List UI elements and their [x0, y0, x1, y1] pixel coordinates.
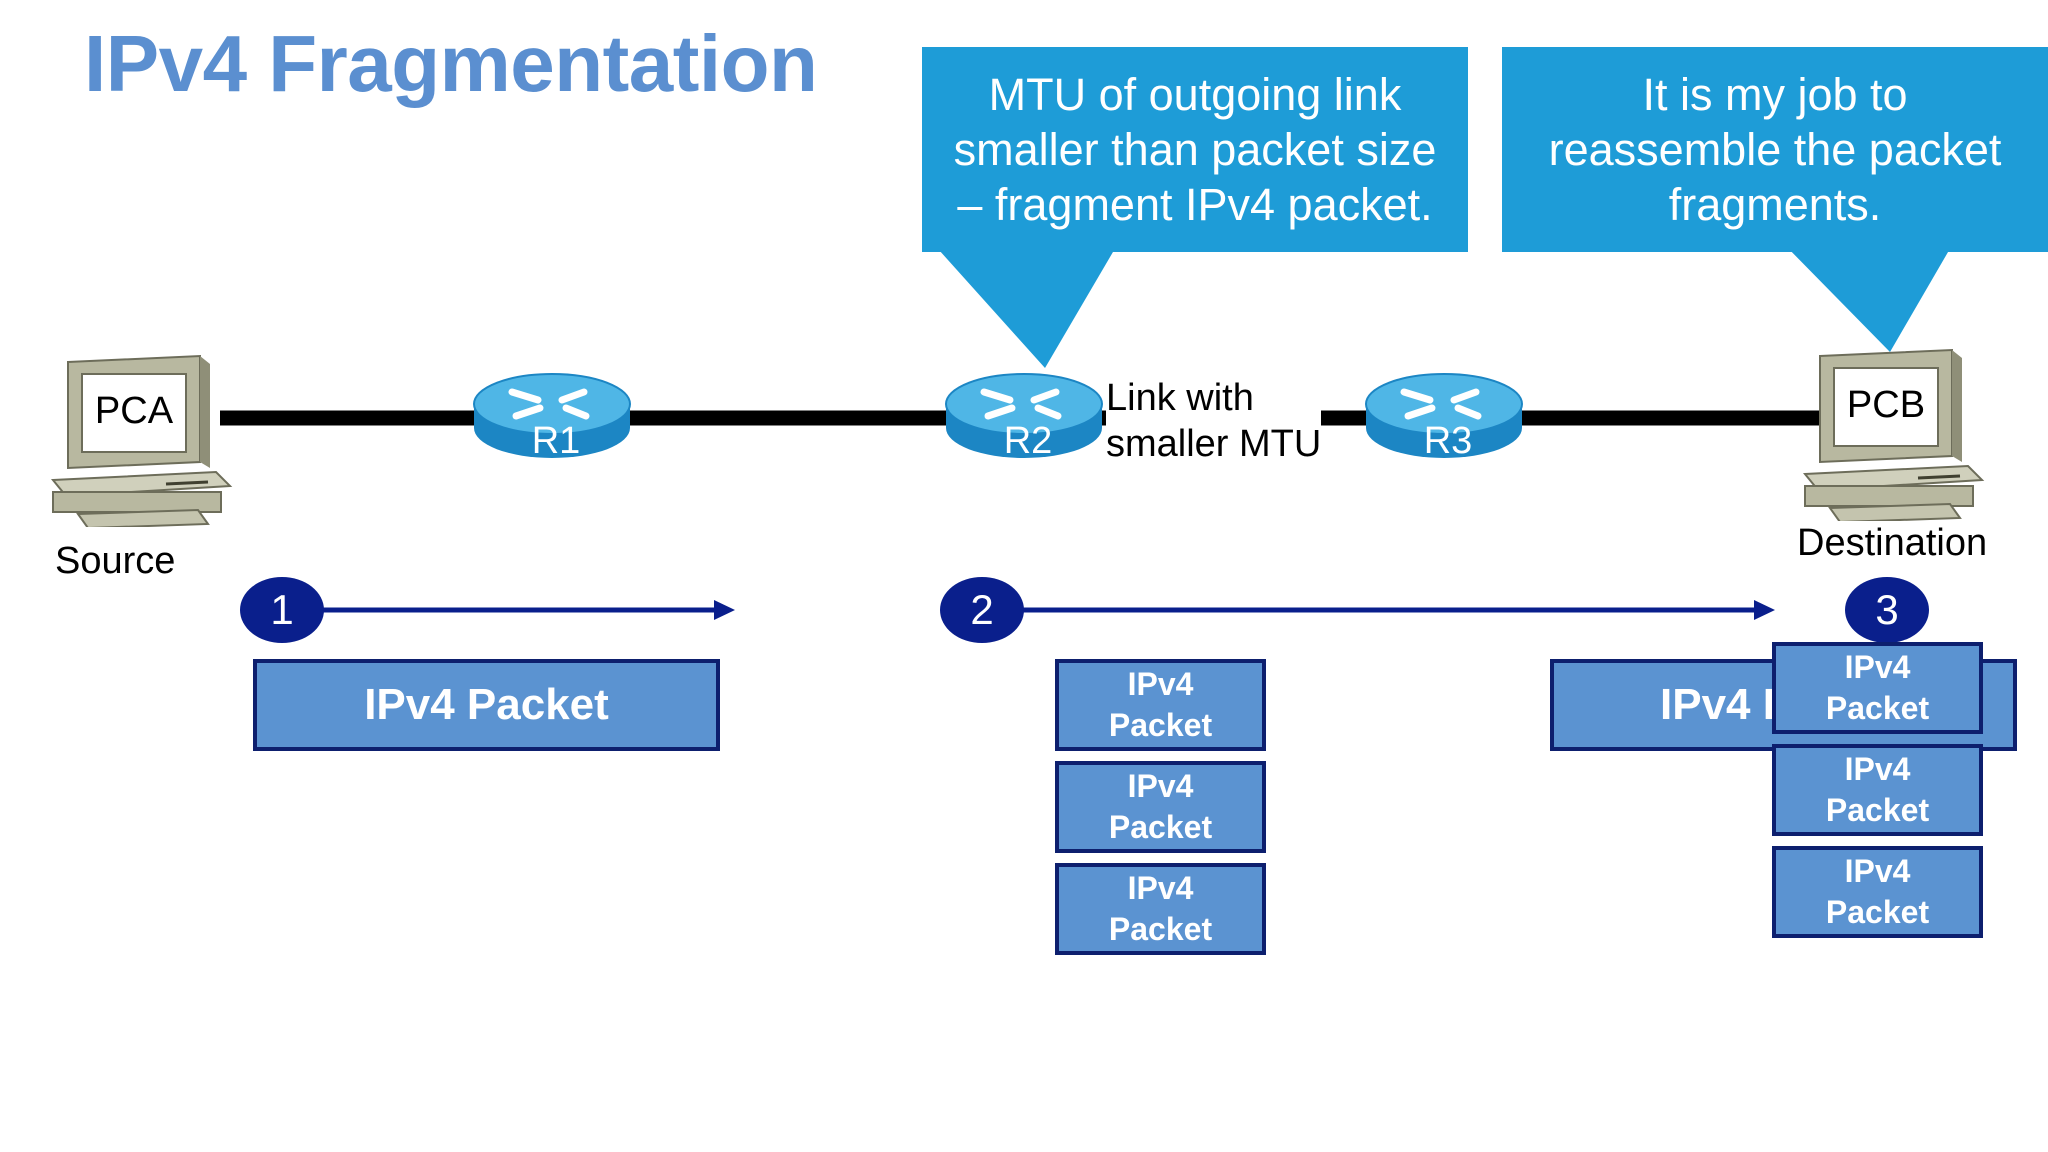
- fragment-packet: IPv4 Packet: [1772, 744, 1983, 836]
- computer-icon-pca: [50, 354, 233, 527]
- callout-pcb: It is my job to reassemble the packet fr…: [1502, 47, 2048, 252]
- fragment-packet-line-1: IPv4: [1844, 649, 1911, 685]
- step-2-badge: 2: [940, 577, 1024, 643]
- fragment-packet-line-1: IPv4: [1844, 751, 1911, 787]
- original-packet: IPv4 Packet: [253, 659, 720, 751]
- fragment-packet-line-1: IPv4: [1127, 666, 1194, 702]
- fragment-packet: IPv4 Packet: [1772, 642, 1983, 734]
- computer-icon-pcb: [1802, 348, 1985, 521]
- callout-pcb-line-1: It is my job to: [1642, 69, 1908, 120]
- fragment-packet-line-2: Packet: [1825, 894, 1930, 930]
- source-caption: Source: [55, 540, 176, 582]
- fragment-packet-line-2: Packet: [1825, 690, 1930, 726]
- step-2-arrowhead: [1754, 600, 1775, 620]
- pca-label: PCA: [94, 390, 174, 432]
- fragment-packet: IPv4 Packet: [1055, 659, 1266, 751]
- destination-caption: Destination: [1797, 522, 1988, 564]
- fragment-packet-line-2: Packet: [1108, 707, 1213, 743]
- fragment-packet-line-1: IPv4: [1127, 768, 1194, 804]
- step-1-badge: 1: [240, 577, 324, 643]
- link-label-line-1: Link with: [1106, 377, 1254, 419]
- callout-r2-line-3: – fragment IPv4 packet.: [957, 179, 1433, 230]
- fragment-packet-line-2: Packet: [1825, 792, 1930, 828]
- original-packet-label: IPv4 Packet: [364, 680, 609, 729]
- router-icon-r1: [473, 373, 631, 458]
- step-1-arrowhead: [714, 600, 735, 620]
- router-r3-label: R3: [1423, 420, 1473, 462]
- callout-r2: MTU of outgoing link smaller than packet…: [922, 47, 1468, 252]
- page-title: IPv4 Fragmentation: [84, 19, 818, 108]
- callout-r2-pointer: [930, 240, 1120, 368]
- pcb-label: PCB: [1846, 384, 1926, 426]
- router-r2-label: R2: [1003, 420, 1053, 462]
- link-label-line-2: smaller MTU: [1106, 423, 1322, 465]
- link-label: Link with smaller MTU: [1106, 375, 1322, 467]
- router-icon-r3: [1365, 373, 1523, 458]
- fragment-packet-line-1: IPv4: [1127, 870, 1194, 906]
- router-icon-r2: [945, 373, 1103, 458]
- callout-pcb-pointer: [1780, 240, 1955, 352]
- fragment-packet-line-1: IPv4: [1844, 853, 1911, 889]
- fragment-packet: IPv4 Packet: [1055, 863, 1266, 955]
- callout-r2-line-1: MTU of outgoing link: [988, 69, 1402, 120]
- fragment-packet: IPv4 Packet: [1772, 846, 1983, 938]
- fragment-packet-line-2: Packet: [1108, 911, 1213, 947]
- callout-pcb-line-3: fragments.: [1668, 179, 1882, 230]
- callout-pcb-line-2: reassemble the packet: [1548, 124, 2002, 175]
- router-r1-label: R1: [531, 420, 581, 462]
- reassembled-packet-label: IPv4 I: [1660, 680, 1775, 729]
- fragment-packet-line-2: Packet: [1108, 809, 1213, 845]
- callout-r2-line-2: smaller than packet size: [953, 124, 1437, 175]
- fragment-packet: IPv4 Packet: [1055, 761, 1266, 853]
- step-3-badge: 3: [1845, 577, 1929, 643]
